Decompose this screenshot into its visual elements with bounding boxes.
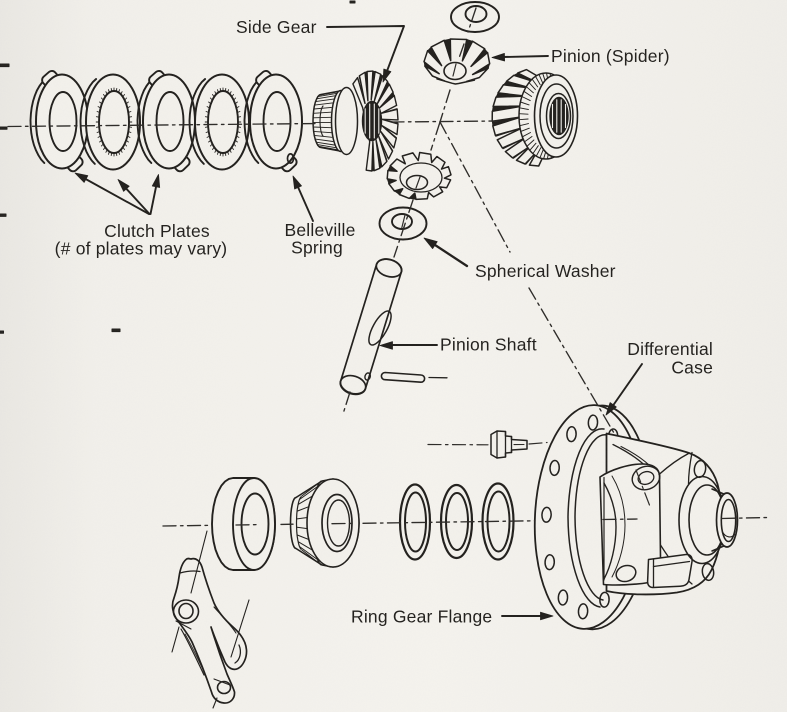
- diagram-page: Side Gear Pinion (Spider) Clutch Plates …: [0, 0, 787, 712]
- differential-exploded-diagram: Side Gear Pinion (Spider) Clutch Plates …: [0, 0, 787, 712]
- scan-grain-overlay: [0, 0, 787, 712]
